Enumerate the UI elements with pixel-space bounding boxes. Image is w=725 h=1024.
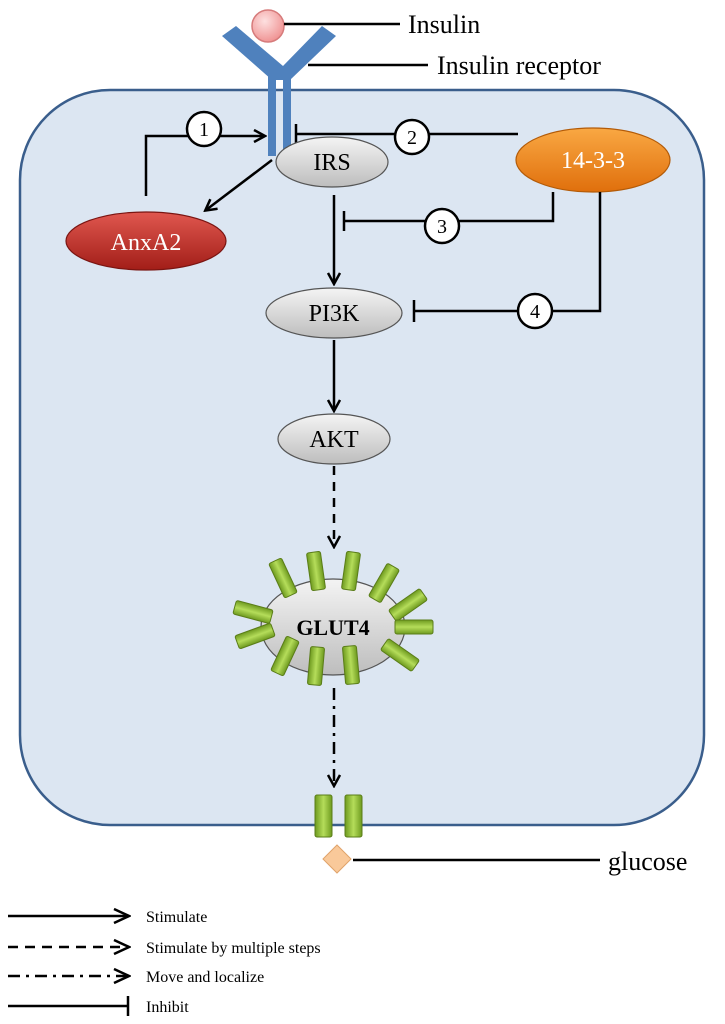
glut4-vesicle (232, 550, 434, 686)
pi3k-node (265, 287, 403, 339)
glut4-membrane-transporter (314, 794, 363, 838)
anxa2-label: AnxA2 (111, 230, 182, 256)
irs-label: IRS (313, 150, 350, 176)
insulin-molecule (251, 9, 285, 43)
glut4-label: GLUT4 (296, 615, 369, 640)
step-1-badge (185, 110, 223, 148)
p1433-label: 14-3-3 (561, 148, 625, 174)
legend-stimulate-label: Stimulate (146, 909, 207, 926)
step-4-number: 4 (530, 301, 540, 323)
p1433-node (515, 127, 671, 193)
arrow-anxa2-to-receptor (144, 136, 264, 196)
step-2-number: 2 (407, 127, 417, 149)
legend: Stimulate Stimulate by multiple steps Mo… (8, 909, 321, 1016)
arrow-receptor-to-anxa2 (206, 159, 273, 210)
step-2-badge (393, 118, 431, 156)
step-3-number: 3 (437, 216, 447, 238)
insulin-receptor-label: Insulin receptor (437, 51, 601, 80)
insulin-label: Insulin (408, 10, 480, 39)
inhibit-1433-to-irs-pi3k (344, 192, 555, 223)
akt-node (277, 413, 391, 465)
step-4-badge (516, 292, 554, 330)
anxa2-node (65, 211, 227, 271)
irs-node (275, 136, 389, 188)
insulin-receptor (222, 26, 336, 156)
akt-label: AKT (309, 427, 359, 453)
pi3k-label: PI3K (309, 301, 360, 327)
step-1-number: 1 (199, 119, 209, 141)
glucose-molecule (322, 844, 352, 874)
step-3-badge (423, 207, 461, 245)
glucose-label: glucose (608, 847, 687, 876)
legend-move-label: Move and localize (146, 969, 264, 986)
inhibit-1433-to-pi3k (414, 192, 602, 313)
legend-multi-step-label: Stimulate by multiple steps (146, 940, 321, 957)
legend-inhibit-label: Inhibit (146, 999, 189, 1016)
